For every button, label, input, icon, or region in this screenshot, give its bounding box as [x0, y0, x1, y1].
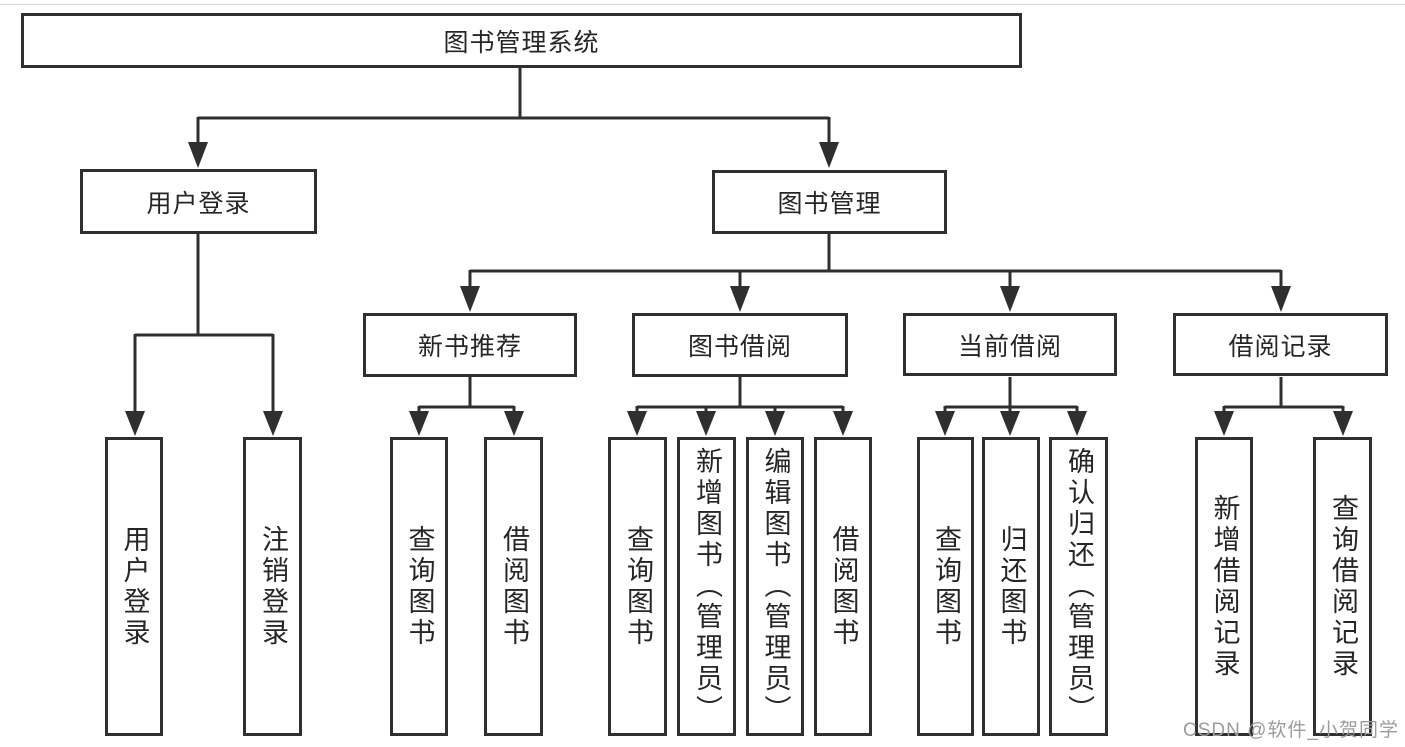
leaf-confirm-return-admin: 确认归还（管理员） — [1049, 437, 1108, 736]
leaf-borrow-books-recommend: 借阅图书 — [484, 437, 543, 736]
node-user-login: 用户登录 — [80, 169, 317, 234]
node-label: 查询图书 — [623, 524, 653, 649]
node-borrowing-records: 借阅记录 — [1173, 313, 1388, 376]
node-label: 图书借阅 — [687, 333, 792, 361]
leaf-return-books: 归还图书 — [982, 437, 1040, 736]
node-label: 图书管理 — [777, 190, 882, 218]
node-label: 用户登录 — [146, 189, 251, 218]
leaf-query-books-recommend: 查询图书 — [390, 437, 448, 736]
leaf-query-books-current: 查询图书 — [917, 437, 974, 736]
arrowheads — [125, 142, 1353, 436]
node-label: 借阅图书 — [499, 524, 529, 649]
node-label: 新增图书（管理员） — [692, 447, 722, 726]
node-current-borrowing: 当前借阅 — [903, 313, 1117, 376]
node-label: 编辑图书（管理员） — [760, 447, 791, 726]
node-label: 图书管理系统 — [443, 28, 600, 57]
node-label: 用户登录 — [119, 524, 150, 649]
node-label: 新书推荐 — [417, 333, 522, 361]
node-label: 注销登录 — [258, 524, 288, 649]
leaf-edit-books-admin: 编辑图书（管理员） — [746, 437, 804, 736]
node-label: 借阅记录 — [1228, 332, 1333, 361]
page-top-divider — [0, 4, 1405, 5]
node-label: 查询图书 — [404, 524, 435, 649]
node-label: 当前借阅 — [957, 332, 1062, 361]
node-new-book-recommend: 新书推荐 — [363, 313, 577, 377]
connector-trunks — [133, 68, 1345, 412]
leaf-borrow-books: 借阅图书 — [814, 437, 872, 736]
leaf-logout: 注销登录 — [243, 437, 302, 736]
node-library-management-system: 图书管理系统 — [21, 13, 1022, 68]
csdn-watermark: CSDN @软件_小贺同学 — [1183, 720, 1399, 741]
node-label: 确认归还（管理员） — [1064, 447, 1094, 726]
leaf-query-books-borrowing: 查询图书 — [608, 437, 667, 736]
node-label: 查询借阅记录 — [1328, 493, 1358, 680]
leaf-add-books-admin: 新增图书（管理员） — [677, 437, 736, 736]
node-label: 新增借阅记录 — [1209, 493, 1240, 680]
node-book-borrowing: 图书借阅 — [632, 313, 848, 377]
node-label: 借阅图书 — [828, 524, 859, 649]
leaf-user-login: 用户登录 — [105, 437, 163, 736]
node-label: 查询图书 — [931, 524, 961, 649]
node-book-management: 图书管理 — [712, 170, 947, 234]
leaf-query-borrow-record: 查询借阅记录 — [1313, 437, 1372, 736]
leaf-add-borrow-record: 新增借阅记录 — [1195, 437, 1253, 736]
node-label: 归还图书 — [996, 524, 1027, 649]
